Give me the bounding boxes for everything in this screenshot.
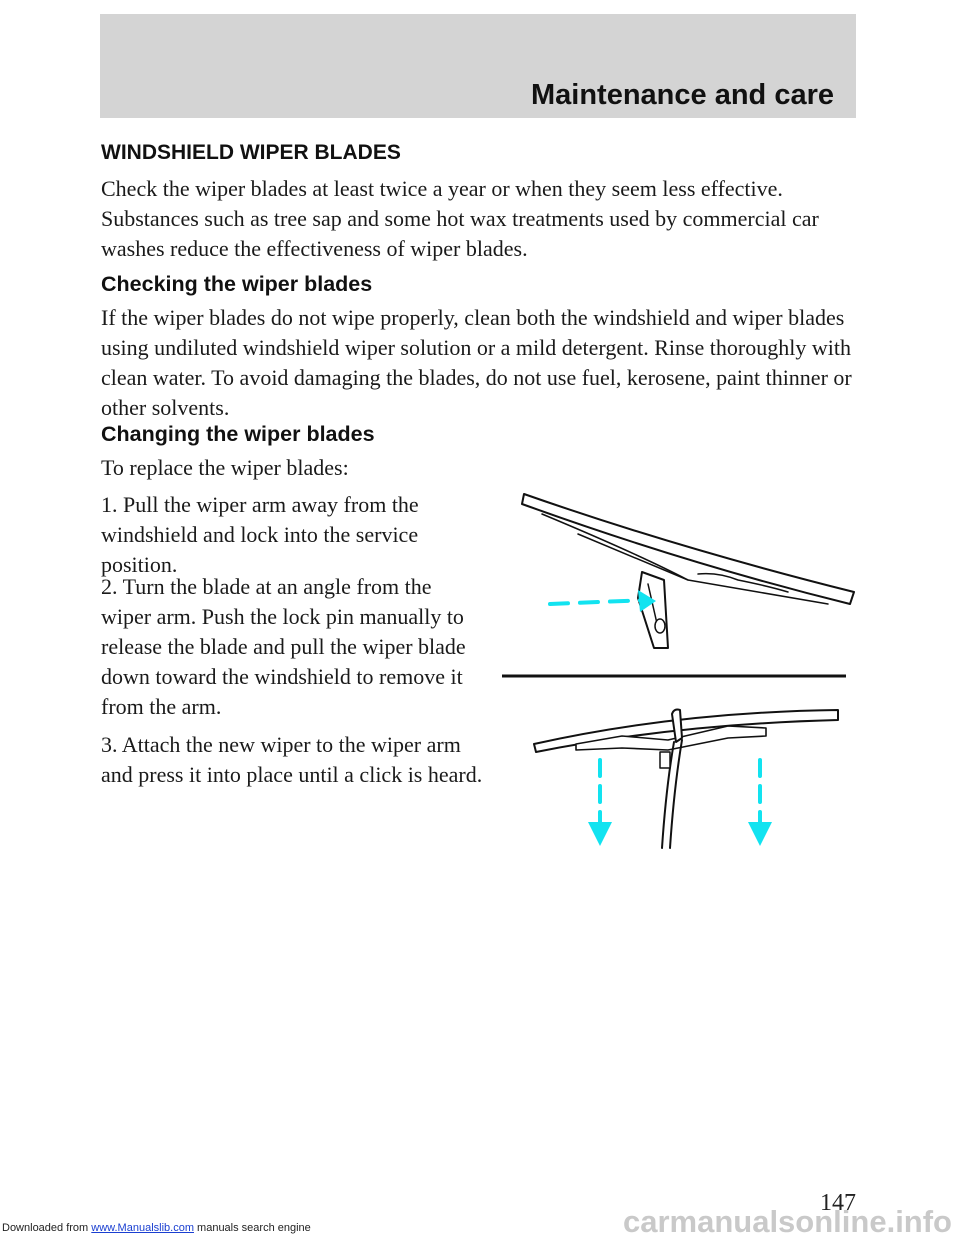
step-1: 1. Pull the wiper arm away from the wind… [101,492,419,577]
step-2: 2. Turn the blade at an angle from the w… [101,574,466,719]
intro-paragraph: Check the wiper blades at least twice a … [101,176,819,261]
footer-suffix: manuals search engine [193,1222,311,1234]
arrow-head-down-right [748,822,772,846]
footer-prefix: Downloaded from [2,1222,92,1234]
wiper-blade-bottom [533,708,839,849]
wiper-blade-illustration [502,493,855,849]
watermark: carmanualsonline.info [622,1204,952,1239]
checking-heading: Checking the wiper blades [101,272,373,296]
page-heading: WINDSHIELD WIPER BLADES [101,141,401,164]
changing-heading: Changing the wiper blades [101,422,375,446]
section-title: Maintenance and care [531,79,834,111]
arrow-head-push [638,590,656,612]
footer-text: Downloaded from www.Manualslib.com manua… [2,1222,311,1234]
arrow-head-down-left [588,822,612,846]
changing-lead: To replace the wiper blades: [101,455,349,480]
wiper-blade-top [521,493,855,649]
page-number: 147 [820,1190,856,1216]
checking-paragraph: If the wiper blades do not wipe properly… [101,305,852,420]
header-band: Maintenance and care [100,14,856,118]
step-3: 3. Attach the new wiper to the wiper arm… [101,732,483,787]
manualslib-link[interactable]: www.Manualslib.com [91,1222,194,1234]
